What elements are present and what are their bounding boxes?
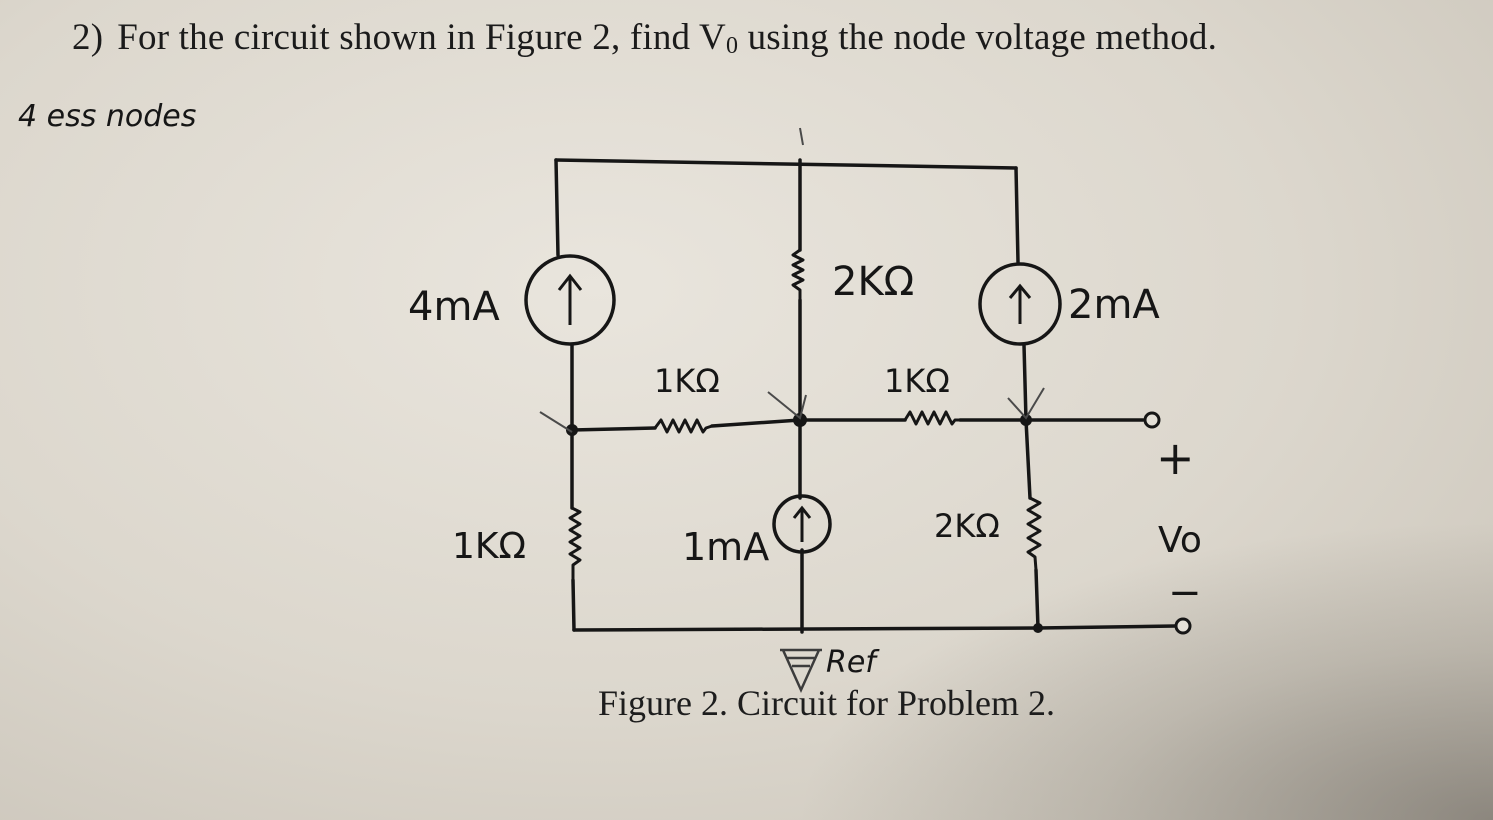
pencil-tick-right <box>1007 387 1045 420</box>
label-4ma: 4mA <box>408 284 500 330</box>
wire-left-upper <box>554 158 560 257</box>
label-2ma: 2mA <box>1068 282 1160 328</box>
problem-text-before: For the circuit shown in Figure 2, find … <box>117 17 726 58</box>
wire-left-lower-bottom <box>571 578 576 632</box>
wire-right-lower-bottom <box>1034 568 1040 630</box>
pencil-mark <box>799 127 804 146</box>
wire-h-left-b <box>710 418 802 428</box>
problem-statement: 2) For the circuit shown in Figure 2, fin… <box>72 16 1217 60</box>
current-source-4ma <box>524 254 616 346</box>
resistor-1k-bottom-left <box>568 506 582 580</box>
reference-label: Ref <box>826 645 880 680</box>
current-source-2ma <box>978 262 1062 346</box>
node-left <box>566 424 578 436</box>
resistor-1k-mid-left <box>653 418 713 434</box>
vo-minus-sign: − <box>1168 570 1202 616</box>
wire-top <box>554 158 1018 170</box>
label-1k-bottom-left: 1KΩ <box>452 526 526 567</box>
label-2k-bottom-right: 2KΩ <box>934 507 1000 545</box>
terminal-negative <box>1174 617 1192 635</box>
wires <box>554 158 1177 634</box>
wire-right-upper <box>1014 166 1020 264</box>
wire-right-mid <box>1022 343 1028 422</box>
problem-number: 2) <box>72 17 104 58</box>
essential-nodes-note: 4 ess nodes <box>18 99 196 134</box>
label-1ma: 1mA <box>682 525 769 569</box>
label-2k-top: 2KΩ <box>832 259 914 305</box>
node-right <box>1020 414 1032 426</box>
current-source-1ma <box>772 494 832 554</box>
pencil-tick-left <box>539 411 573 433</box>
wire-h-left-a <box>570 426 657 432</box>
label-1k-mid-right: 1KΩ <box>884 362 950 400</box>
problem-subscript: 0 <box>725 33 739 59</box>
node-bottom-right <box>1033 623 1043 633</box>
resistor-2k-top <box>791 248 805 300</box>
resistor-1k-mid-right <box>903 410 960 426</box>
wire-bottom <box>572 626 1040 632</box>
pencil-tick-middle <box>767 391 807 420</box>
wire-bottom-terminal <box>1036 624 1177 630</box>
reference-ground <box>780 648 822 694</box>
figure-caption: Figure 2. Circuit for Problem 2. <box>598 683 1055 723</box>
wire-right-lower-top <box>1024 418 1032 500</box>
terminal-positive <box>1143 411 1161 429</box>
label-1k-mid-left: 1KΩ <box>654 362 720 400</box>
vo-plus-sign: + <box>1156 431 1195 485</box>
vo-label: Vo <box>1158 520 1202 561</box>
resistor-2k-bottom-right <box>1026 496 1042 571</box>
problem-text-after: using the node voltage method. <box>738 17 1218 58</box>
node-middle <box>793 413 807 427</box>
